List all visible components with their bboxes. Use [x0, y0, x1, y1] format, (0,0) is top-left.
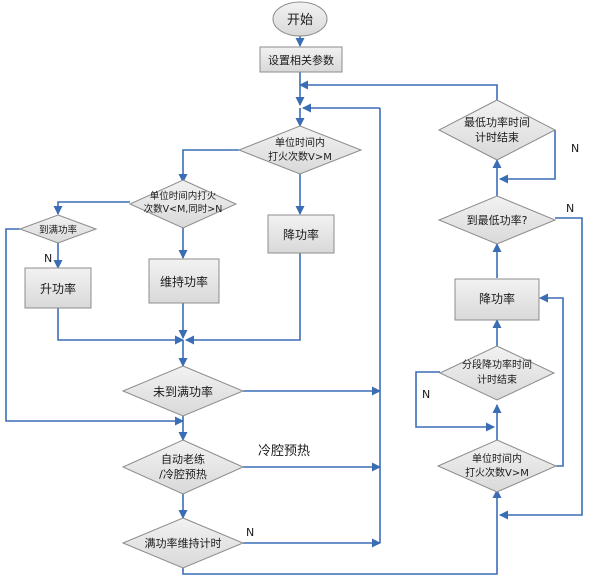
not-full-power-node: 未到满功率 [121, 365, 245, 417]
edge-condtop-condmid [178, 149, 239, 183]
raise-power-label: 升功率 [40, 281, 76, 296]
cond-mid-node: 单位时间内打火 次数V<M,同时>N [128, 179, 238, 229]
not-full-power-label: 未到满功率 [153, 384, 213, 399]
cond-mid-line1: 单位时间内打火 [150, 190, 217, 202]
auto-aging-line1: 自动老练 [161, 452, 205, 466]
edge-segment-n-loop [415, 371, 495, 432]
edge-reduce-merge [185, 253, 301, 345]
edge-timer-bottom [182, 489, 502, 575]
min-power-timer-line2: 计时结束 [475, 131, 519, 144]
reduce-power-left-label: 降功率 [283, 227, 319, 242]
set-params-node: 设置相关参数 [259, 46, 343, 73]
reduce-power-right-label: 降功率 [479, 291, 515, 306]
auto-aging-line2: /冷腔预热 [159, 467, 207, 481]
edges [5, 36, 583, 575]
edge-condmid-tofull [53, 201, 130, 215]
maintain-power-node: 维持功率 [148, 258, 220, 304]
maintain-power-label: 维持功率 [160, 274, 208, 289]
edge-label-n-segment: N [422, 388, 430, 401]
min-power-timer-line1: 最低功率时间 [464, 115, 530, 129]
edge-label-n-to-min: N [566, 202, 574, 215]
to-full-power-node: 到满功率 [18, 214, 98, 244]
segment-timer-line2: 计时结束 [477, 373, 517, 386]
edge-raise-merge [57, 308, 184, 345]
cold-cavity-label: 冷腔预热 [258, 444, 310, 459]
to-min-power-node: 到最低功率? [437, 195, 557, 245]
cond-right-line1: 单位时间内 [472, 452, 522, 465]
full-power-timer-label: 满功率维持计时 [145, 536, 222, 550]
cond-top-line1: 单位时间内 [275, 136, 325, 149]
start-label: 开始 [287, 13, 313, 28]
cond-top-node: 单位时间内 打火次数V>M [237, 125, 363, 175]
full-power-timer-node: 满功率维持计时 [121, 517, 245, 569]
edge-label-n-to-full: N [44, 252, 52, 265]
auto-aging-node: 自动老练 /冷腔预热 [121, 439, 245, 495]
edge-rcond-reduce [539, 293, 564, 467]
edge-tomin-n-return [499, 217, 583, 520]
cond-mid-line2: 次数V<M,同时>N [144, 203, 223, 215]
set-params-label: 设置相关参数 [268, 53, 334, 67]
edge-label-n-min-timer: N [571, 142, 579, 155]
to-min-power-label: 到最低功率? [467, 213, 528, 227]
raise-power-node: 升功率 [24, 267, 92, 309]
segment-timer-node: 分段降功率时间 计时结束 [438, 345, 556, 401]
edge-tofull-left-down [5, 228, 184, 426]
edge-mintimer-n-loop [499, 130, 556, 184]
to-full-power-label: 到满功率 [39, 224, 78, 236]
cond-right-node: 单位时间内 打火次数V>M [436, 439, 558, 493]
edge-label-n-full-timer: N [246, 526, 254, 539]
reduce-power-right-node: 降功率 [454, 278, 540, 321]
cond-right-line2: 打火次数V>M [465, 466, 529, 479]
reduce-power-left-node: 降功率 [267, 214, 335, 254]
cond-top-line2: 打火次数V>M [268, 150, 332, 163]
min-power-timer-node: 最低功率时间 计时结束 [437, 99, 557, 161]
edge-right-loop-to-top [299, 80, 498, 101]
start-node: 开始 [272, 1, 328, 37]
segment-timer-line1: 分段降功率时间 [462, 358, 532, 371]
